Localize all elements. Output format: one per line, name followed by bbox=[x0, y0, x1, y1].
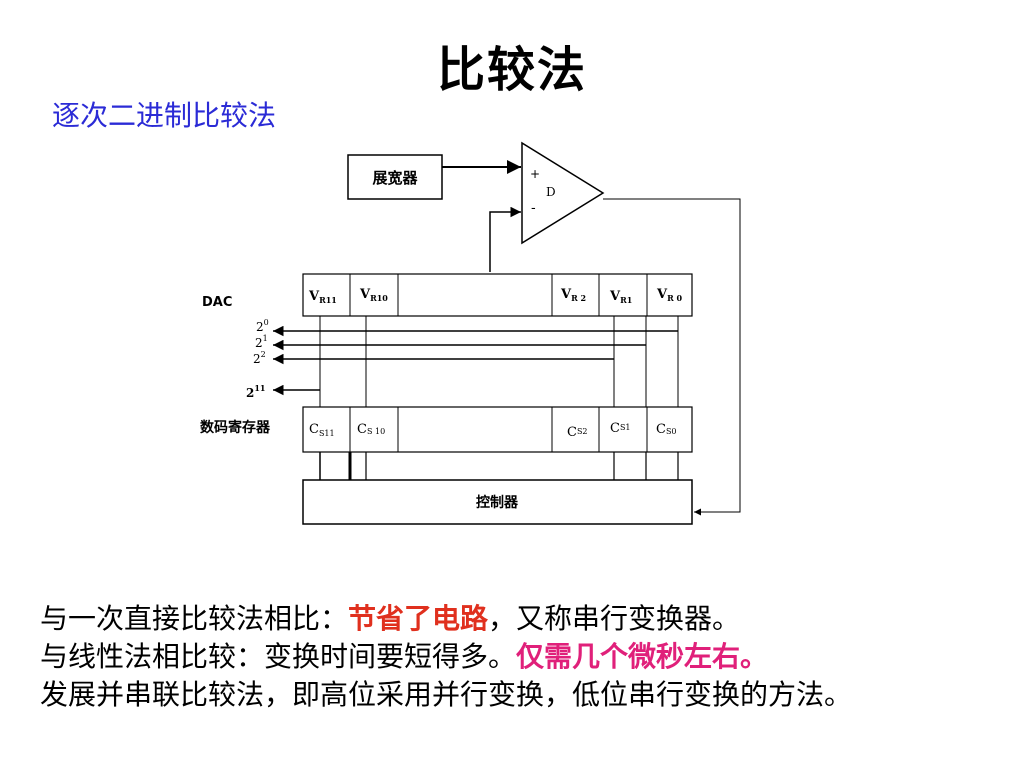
slide-title: 比较法 bbox=[436, 42, 587, 98]
comparator-plus: + bbox=[530, 167, 540, 181]
dac-cell-r11: VR11 bbox=[308, 289, 337, 305]
dac-cell-r0: VR 0 bbox=[656, 287, 683, 303]
dac-row bbox=[302, 273, 693, 317]
register-label: 数码寄存器 bbox=[200, 419, 271, 436]
power-label-2-11: 211 bbox=[246, 383, 266, 400]
comparator-triangle bbox=[521, 141, 605, 245]
explanation-line-3: 发展并串联比较法，即高位采用并行变换，低位串行变换的方法。 bbox=[40, 678, 853, 711]
comparator-minus: - bbox=[531, 201, 536, 216]
register-row bbox=[302, 406, 693, 453]
power-label-2-0: 20 bbox=[256, 318, 269, 334]
explanation-line-2: 与线性法相比较：变换时间要短得多。仅需几个微秒左右。 bbox=[40, 640, 769, 673]
highlight-microseconds: 仅需几个微秒左右。 bbox=[516, 640, 769, 673]
expander-label: 展宽器 bbox=[372, 169, 418, 187]
power-label-2-1: 21 bbox=[255, 334, 268, 350]
expander-box bbox=[347, 154, 443, 200]
explanation-line-1: 与一次直接比较法相比：节省了电路，又称串行变换器。 bbox=[40, 602, 741, 635]
dac-to-comparator-line bbox=[489, 206, 521, 272]
explanation-text: 与一次直接比较法相比：节省了电路，又称串行变换器。 与线性法相比较：变换时间要短… bbox=[40, 600, 852, 714]
controller-box bbox=[302, 479, 693, 525]
reg-cell-s0: CS0 bbox=[656, 422, 677, 437]
controller-label: 控制器 bbox=[476, 494, 519, 511]
power-label-2-2: 22 bbox=[253, 350, 266, 366]
dac-cell-r1: VR1 bbox=[609, 289, 632, 305]
dac-cell-r10: VR10 bbox=[359, 287, 388, 303]
reg-cell-s10: CS 10 bbox=[357, 422, 385, 437]
highlight-saves-circuit: 节省了电路 bbox=[348, 602, 489, 635]
reg-cell-s11: CS11 bbox=[309, 422, 335, 438]
dac-label: DAC bbox=[202, 295, 232, 310]
slide-subtitle: 逐次二进制比较法 bbox=[52, 99, 277, 132]
comparator-label: D bbox=[546, 185, 556, 199]
comparator-feedback-line bbox=[603, 198, 741, 516]
dac-cell-r2: VR 2 bbox=[560, 287, 586, 303]
reg-cell-s1: CS1 bbox=[610, 421, 631, 436]
reg-cell-s2: CS2 bbox=[567, 425, 588, 440]
